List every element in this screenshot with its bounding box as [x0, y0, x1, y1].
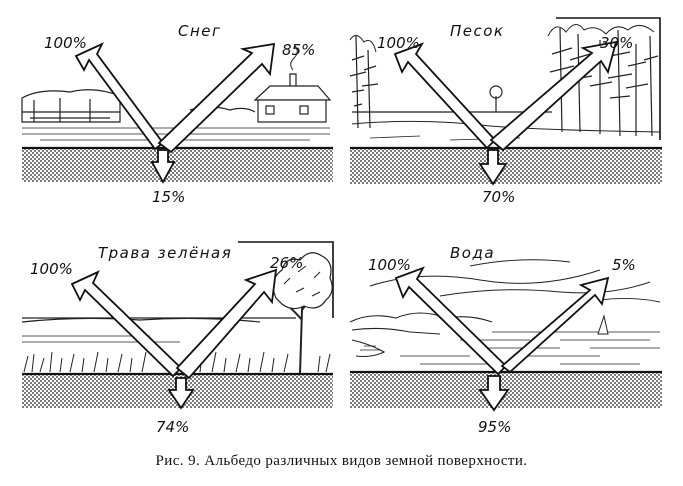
sand-frame: [556, 17, 661, 140]
grass-absorbed-arrow: [167, 377, 195, 410]
panel-snow: Снег 100% 85% 15%: [21, 22, 333, 206]
panel-water: Вода 100% 5% 95%: [349, 244, 662, 436]
grass-frame: [238, 241, 334, 318]
water-absorbed-label: 95%: [478, 418, 511, 436]
grass-reflected-arrow: [175, 268, 278, 380]
snow-absorbed-label: 15%: [152, 188, 185, 206]
water-absorbed-arrow: [478, 375, 510, 412]
snow-incident-label: 100%: [44, 34, 87, 52]
water-incident-label: 100%: [368, 256, 411, 274]
sand-incident-arrow: [393, 42, 497, 150]
snow-title: Снег: [178, 22, 221, 40]
snow-absorbed-arrow: [150, 149, 176, 184]
water-incident-arrow: [394, 266, 508, 376]
grass-absorbed-label: 74%: [156, 418, 189, 436]
sand-absorbed-label: 70%: [482, 188, 515, 206]
panel-sand: Песок 100% 30% 70%: [349, 17, 662, 206]
sand-incident-label: 100%: [377, 34, 420, 52]
water-reflected-label: 5%: [612, 256, 636, 274]
grass-reflected-label: 26%: [270, 254, 303, 272]
figure-caption: Рис. 9. Альбедо различных видов земной п…: [155, 453, 528, 469]
grass-title: Трава зелёная: [98, 244, 232, 262]
sand-reflected-label: 30%: [600, 34, 633, 52]
sand-absorbed-arrow: [478, 149, 508, 186]
panel-grass: Трава зелёная 100% 26% 74%: [21, 241, 334, 436]
grass-incident-arrow: [70, 270, 183, 378]
water-reflected-arrow: [500, 276, 610, 374]
sand-ground: [350, 148, 662, 184]
grass-incident-label: 100%: [30, 260, 73, 278]
sand-reflected-arrow: [489, 40, 618, 152]
sand-title: Песок: [450, 22, 505, 40]
snow-reflected-arrow: [157, 42, 276, 154]
water-title: Вода: [450, 244, 495, 262]
snow-ground: [22, 148, 333, 182]
snow-landscape: [21, 45, 332, 141]
water-landscape: [349, 259, 661, 365]
snow-reflected-label: 85%: [282, 41, 315, 59]
snow-incident-arrow: [74, 42, 165, 151]
